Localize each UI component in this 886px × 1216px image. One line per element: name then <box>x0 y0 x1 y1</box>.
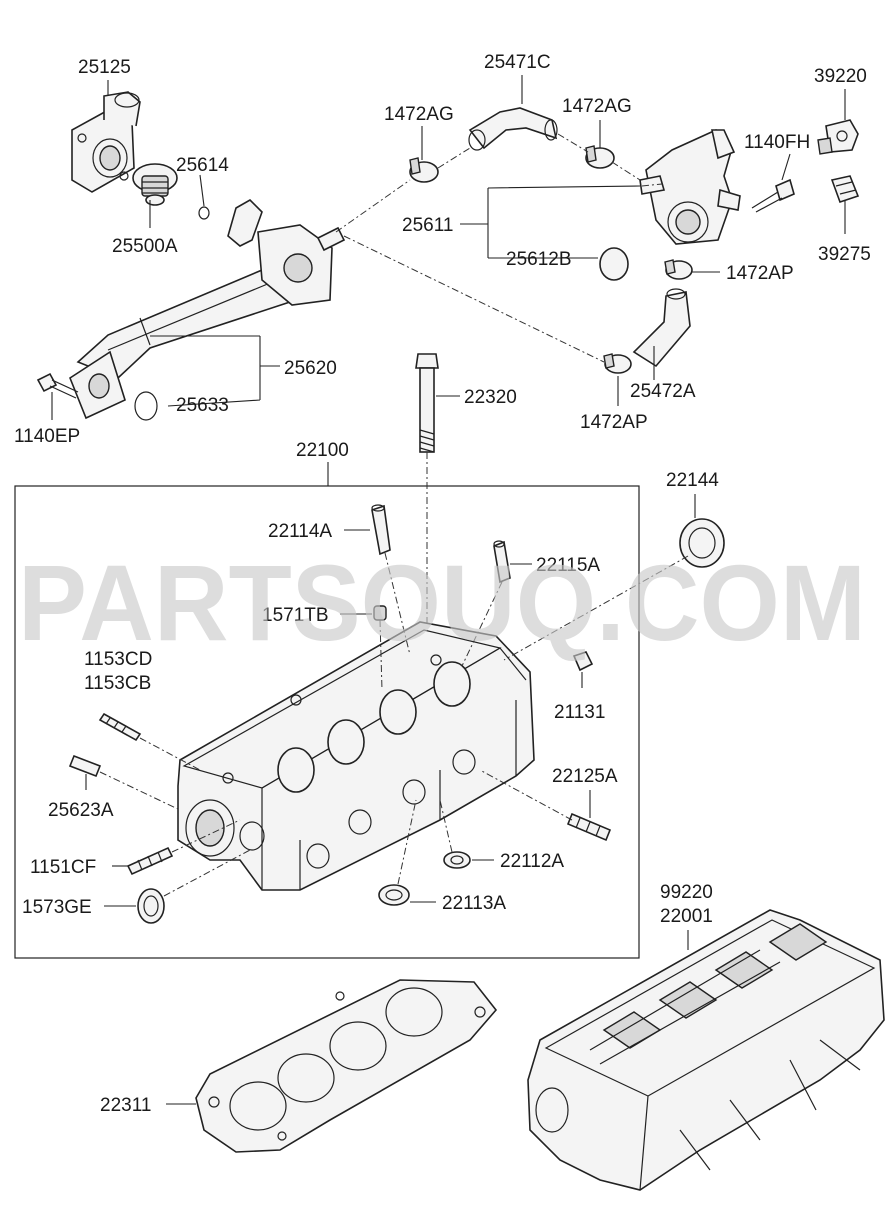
label-1151CF: 1151CF <box>30 857 96 878</box>
label-25611: 25611 <box>402 215 453 236</box>
bolt-1140EP[interactable] <box>36 372 79 399</box>
label-1472AG-right: 1472AG <box>562 96 632 117</box>
sensor-39220[interactable] <box>817 119 859 155</box>
stud-1151CF[interactable] <box>126 846 174 876</box>
valve-guide-22114A[interactable] <box>371 504 391 556</box>
label-22112A: 22112A <box>500 851 564 872</box>
stud-22125A[interactable] <box>566 812 612 842</box>
label-22125A: 22125A <box>552 766 618 787</box>
head-gasket-22311[interactable] <box>195 979 498 1153</box>
label-25500A: 25500A <box>112 236 178 257</box>
seal-1573GE[interactable] <box>137 888 165 924</box>
valve-seat-22112A[interactable] <box>443 851 471 869</box>
label-39275: 39275 <box>818 244 871 265</box>
stud-1153CD-1153CB[interactable] <box>98 712 142 742</box>
dowel-25623A[interactable] <box>68 754 102 778</box>
gasket-25612B[interactable] <box>599 247 629 281</box>
label-1472AP-lower: 1472AP <box>580 412 648 433</box>
label-22113A: 22113A <box>442 893 506 914</box>
label-22001: 22001 <box>660 906 713 927</box>
label-22320: 22320 <box>464 387 517 408</box>
label-22100: 22100 <box>296 440 349 461</box>
label-25472A: 25472A <box>630 381 696 402</box>
cylinder-head-assembly-22001[interactable] <box>527 909 885 1191</box>
hose-25471C[interactable] <box>468 107 558 151</box>
label-25471C: 25471C <box>484 52 551 73</box>
label-39220: 39220 <box>814 66 867 87</box>
o-ring-25614[interactable] <box>198 206 210 220</box>
gasket-25633[interactable] <box>134 391 158 421</box>
label-25633: 25633 <box>176 395 229 416</box>
label-1571TB: 1571TB <box>262 605 329 626</box>
thermostat-housing-25125[interactable] <box>71 91 141 193</box>
label-1472AP-upper: 1472AP <box>726 263 794 284</box>
part-labels: 25125 25614 25500A 25471C 1472AG 1472AG … <box>14 52 871 1116</box>
thermostat-25500A[interactable] <box>132 163 178 206</box>
label-22115A: 22115A <box>536 555 600 576</box>
label-25623A: 25623A <box>48 800 114 821</box>
label-1472AG-left: 1472AG <box>384 104 454 125</box>
clip-39275[interactable] <box>830 175 860 204</box>
label-1153CB: 1153CB <box>84 673 151 694</box>
label-1573GE: 1573GE <box>22 897 92 918</box>
valve-seat-22113A[interactable] <box>378 884 410 906</box>
hose-clamp-1472AP-upper[interactable] <box>664 259 693 280</box>
water-pipe-25620[interactable] <box>69 199 346 420</box>
label-22311: 22311 <box>100 1095 151 1116</box>
cylinder-head-group-box <box>14 485 640 959</box>
hose-clamp-1472AP-lower[interactable] <box>603 353 632 374</box>
label-25125: 25125 <box>78 57 131 78</box>
hose-clamp-1472AG-right[interactable] <box>585 145 615 169</box>
label-1140EP: 1140EP <box>14 426 80 447</box>
label-22114A: 22114A <box>268 521 332 542</box>
label-21131: 21131 <box>554 702 605 723</box>
hose-clamp-1472AG-left[interactable] <box>409 157 439 183</box>
cylinder-head-22100[interactable] <box>177 621 535 891</box>
label-25612B: 25612B <box>506 249 572 270</box>
label-1153CD: 1153CD <box>84 649 152 670</box>
label-25614: 25614 <box>176 155 229 176</box>
head-bolt-22320[interactable] <box>415 353 439 453</box>
bolt-1140FH[interactable] <box>751 178 795 213</box>
label-1140FH: 1140FH <box>744 132 810 153</box>
hose-25472A[interactable] <box>632 288 691 368</box>
watermark-text: PARTSOUQ.COM <box>18 542 866 663</box>
water-outlet-fitting-25611[interactable] <box>639 129 741 245</box>
valve-guide-22115A[interactable] <box>493 540 511 584</box>
oil-seal-22144[interactable] <box>679 518 725 568</box>
label-22144: 22144 <box>666 470 719 491</box>
label-25620: 25620 <box>284 358 337 379</box>
label-99220: 99220 <box>660 882 713 903</box>
nut-21131[interactable] <box>572 651 594 672</box>
